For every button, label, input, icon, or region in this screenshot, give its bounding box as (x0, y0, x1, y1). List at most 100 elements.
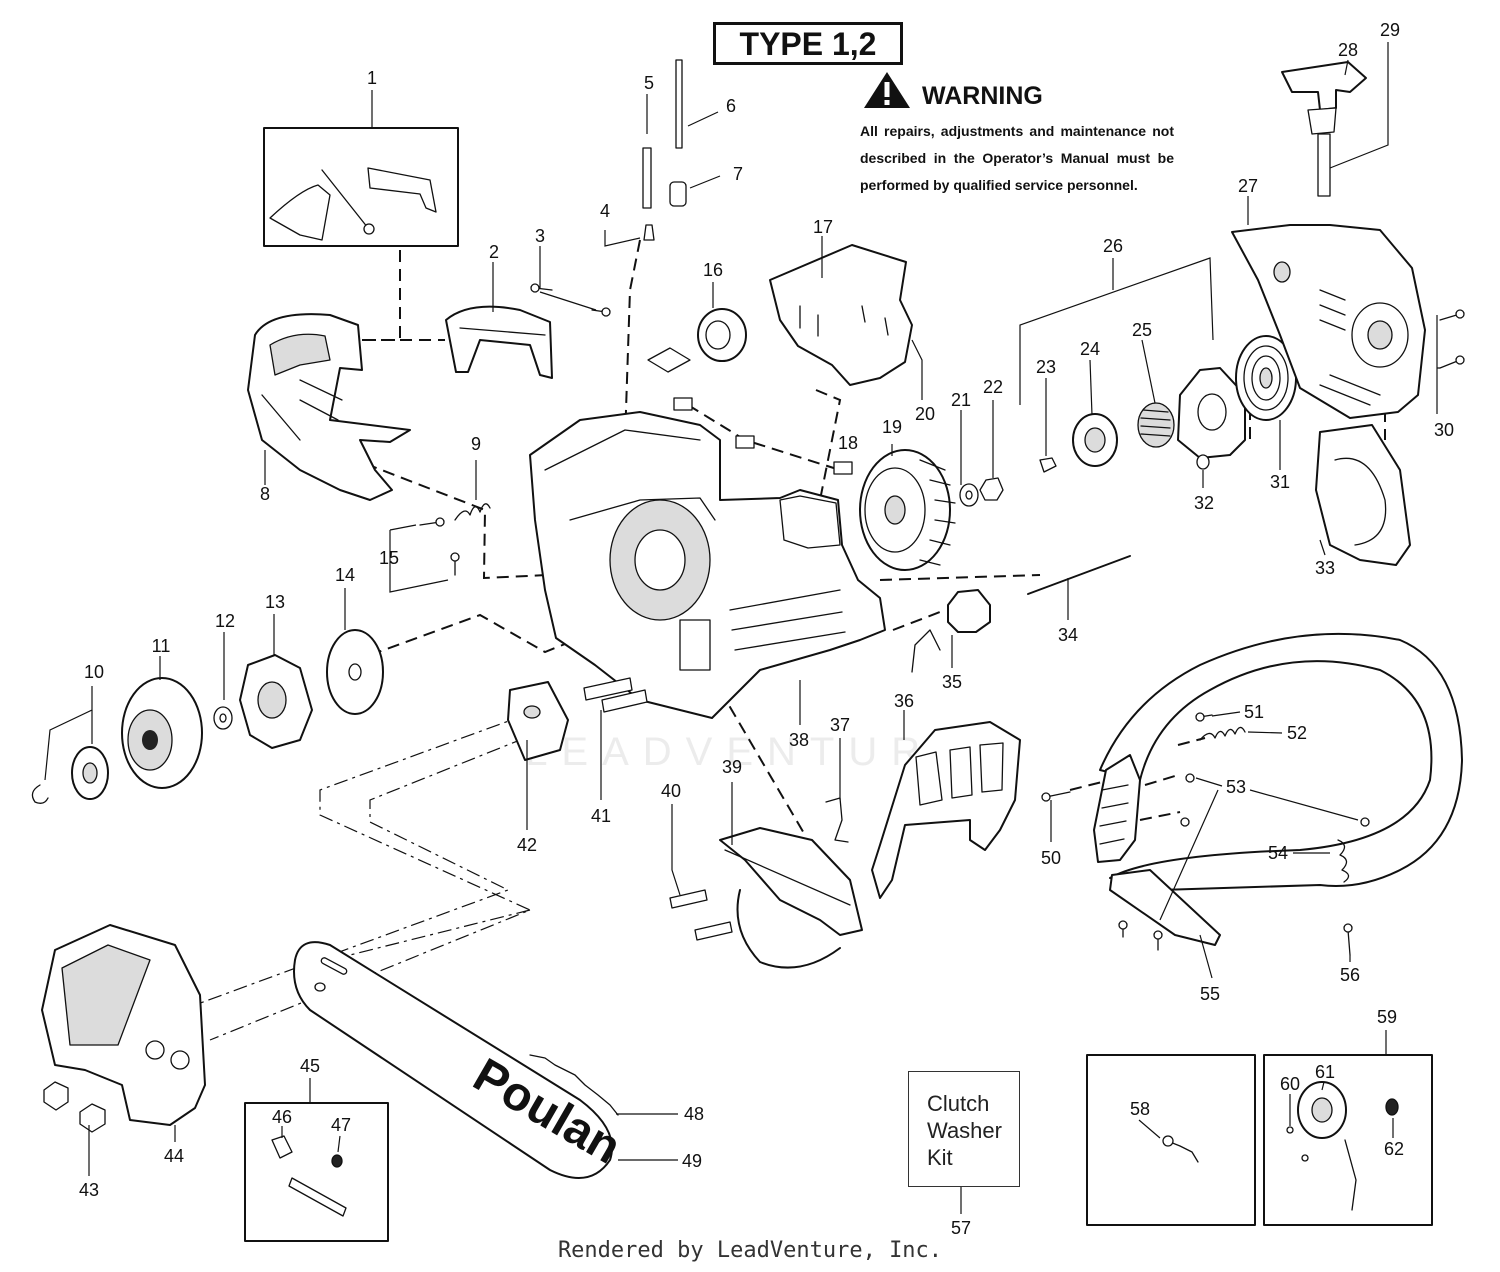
callout-12: 12 (215, 611, 235, 631)
callout-labels: 1 2 3 4 5 6 7 8 9 10 11 12 13 14 15 16 1… (79, 20, 1454, 1238)
callout-61: 61 (1315, 1062, 1335, 1082)
guide-bar: Poulan (293, 941, 630, 1179)
kit-label-line: Washer (927, 1118, 1002, 1143)
callout-18: 18 (838, 433, 858, 453)
callout-30: 30 (1434, 420, 1454, 440)
handle-small-parts (1041, 712, 1370, 956)
callout-29: 29 (1380, 20, 1400, 40)
callout-8: 8 (260, 484, 270, 504)
crankcase (529, 411, 886, 719)
brake-spring-and-band (719, 797, 863, 969)
bolts-and-bar-plate (507, 677, 648, 761)
callout-4: 4 (600, 201, 610, 221)
rear-handle (247, 313, 411, 501)
callout-32: 32 (1194, 493, 1214, 513)
clutch-group (31, 629, 384, 804)
adjuster-kit-box (244, 1102, 389, 1242)
callout-60: 60 (1280, 1074, 1300, 1094)
callout-14: 14 (335, 565, 355, 585)
callout-47: 47 (331, 1115, 351, 1135)
handle-kit-box (263, 127, 459, 247)
chain-path-lines (194, 714, 532, 1041)
starter-small-parts (959, 402, 1175, 507)
kit-label-line: Clutch (927, 1091, 990, 1116)
warning-triangle-icon (864, 72, 910, 108)
callout-56: 56 (1340, 965, 1360, 985)
callout-33: 33 (1315, 558, 1335, 578)
cylinder-shield (769, 244, 913, 386)
callout-11: 11 (152, 636, 171, 656)
callout-10: 10 (84, 662, 104, 682)
callout-54: 54 (1268, 843, 1288, 863)
callout-38: 38 (789, 730, 809, 750)
kit-box-58 (1086, 1054, 1256, 1226)
callout-21: 21 (951, 390, 971, 410)
callout-44: 44 (164, 1146, 184, 1166)
callout-46: 46 (272, 1107, 292, 1127)
chain-cover (41, 924, 206, 1133)
callout-25: 25 (1132, 320, 1152, 340)
starter-housing (1231, 224, 1426, 419)
callout-36: 36 (894, 691, 914, 711)
front-handle (1093, 632, 1463, 946)
callout-50: 50 (1041, 848, 1061, 868)
callout-9: 9 (471, 434, 481, 454)
callout-34: 34 (1058, 625, 1078, 645)
small-fasteners (530, 59, 687, 317)
callout-19: 19 (882, 417, 902, 437)
callout-2: 2 (489, 242, 499, 262)
air-filter-cover (445, 305, 553, 379)
pulley-plate (1177, 367, 1246, 470)
vibration-mounts (673, 397, 853, 475)
callout-51: 51 (1244, 702, 1264, 722)
callout-59: 59 (1377, 1007, 1397, 1027)
callout-43: 43 (79, 1180, 99, 1200)
callout-52: 52 (1287, 723, 1307, 743)
starter-cover (1315, 424, 1411, 566)
callout-40: 40 (661, 781, 681, 801)
callout-58: 58 (1130, 1099, 1150, 1119)
chain-brake (871, 721, 1021, 899)
callout-22: 22 (983, 377, 1003, 397)
callout-49: 49 (682, 1151, 702, 1171)
callout-3: 3 (535, 226, 545, 246)
kit-label-line: Kit (927, 1145, 953, 1170)
flywheel (859, 449, 956, 571)
callout-31: 31 (1270, 472, 1290, 492)
callout-53: 53 (1226, 777, 1246, 797)
footer-credit: Rendered by LeadVenture, Inc. (557, 1238, 943, 1263)
rod-and-cap (911, 555, 1131, 673)
callout-15: 15 (379, 548, 399, 568)
callout-55: 55 (1200, 984, 1220, 1004)
leader-lines (44, 42, 1440, 1214)
callout-42: 42 (517, 835, 537, 855)
callout-48: 48 (684, 1104, 704, 1124)
callout-57: 57 (951, 1218, 971, 1238)
callout-35: 35 (942, 672, 962, 692)
assembly-lines (329, 239, 1386, 836)
callout-27: 27 (1238, 176, 1258, 196)
clutch-washer-kit-box: Clutch Washer Kit (908, 1071, 1020, 1187)
warning-title: WARNING (922, 82, 1043, 110)
callout-7: 7 (733, 164, 743, 184)
callout-5: 5 (644, 73, 654, 93)
kit-box-59 (1263, 1054, 1433, 1226)
spring-and-screws (419, 503, 491, 576)
watermark: LEADVENTURE (525, 730, 975, 774)
callout-26: 26 (1103, 236, 1123, 256)
callout-13: 13 (265, 592, 285, 612)
spark-plug-boot (647, 308, 747, 373)
warning-header: WARNING (862, 70, 1182, 110)
type-label: TYPE 1,2 (713, 22, 903, 65)
callout-17: 17 (813, 217, 833, 237)
brake-screws (669, 889, 733, 941)
callout-6: 6 (726, 96, 736, 116)
warning-text: All repairs, adjustments and maintenance… (860, 123, 1174, 193)
callout-39: 39 (722, 757, 742, 777)
callout-41: 41 (591, 806, 611, 826)
housing-screws (1439, 309, 1465, 369)
callout-20: 20 (915, 404, 935, 424)
starter-handle (1281, 61, 1367, 197)
callout-62: 62 (1384, 1139, 1404, 1159)
